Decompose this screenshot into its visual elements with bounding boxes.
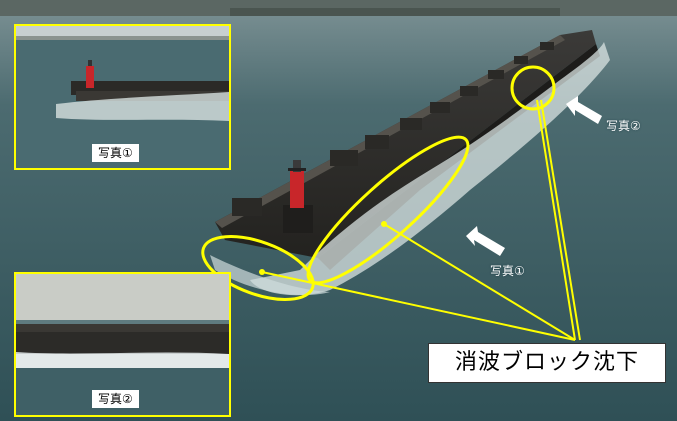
inset-photo-1: 写真① <box>14 24 231 170</box>
inset-photo-2-image <box>16 274 229 415</box>
photo-tag-2: 写真② <box>606 119 641 133</box>
photo-tag-1: 写真① <box>490 264 525 278</box>
inset-photo-2: 写真② <box>14 272 231 417</box>
tetrapods-top <box>232 42 554 216</box>
breakwater <box>215 30 596 258</box>
arrow-icon <box>566 96 602 124</box>
annotation-ellipses <box>201 65 556 301</box>
annotation-label-block-subsidence: 消波ブロック沈下 <box>428 343 666 383</box>
inset-photo-2-caption: 写真② <box>92 390 139 408</box>
arrow-icon <box>466 226 505 256</box>
lighthouse <box>283 160 313 233</box>
inset-photo-1-caption: 写真① <box>92 144 139 162</box>
